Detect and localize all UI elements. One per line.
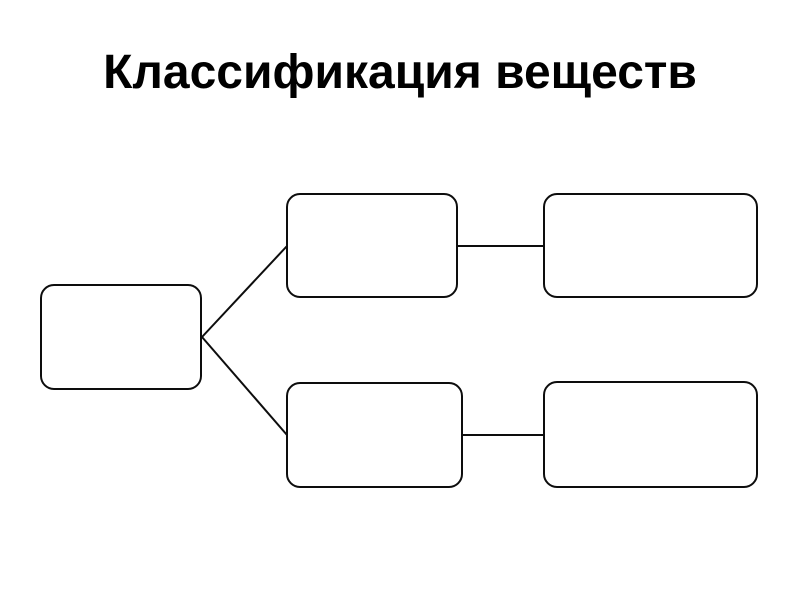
- connector-root-to-branch-top: [201, 245, 288, 338]
- diagram-box-branch-bottom: [286, 382, 463, 488]
- diagram-box-leaf-top: [543, 193, 758, 298]
- diagram-box-leaf-bottom: [543, 381, 758, 488]
- slide-title: Классификация веществ: [103, 46, 697, 99]
- diagram-box-root: [40, 284, 202, 390]
- connector-root-to-branch-bottom: [201, 336, 288, 436]
- diagram-box-branch-top: [286, 193, 458, 298]
